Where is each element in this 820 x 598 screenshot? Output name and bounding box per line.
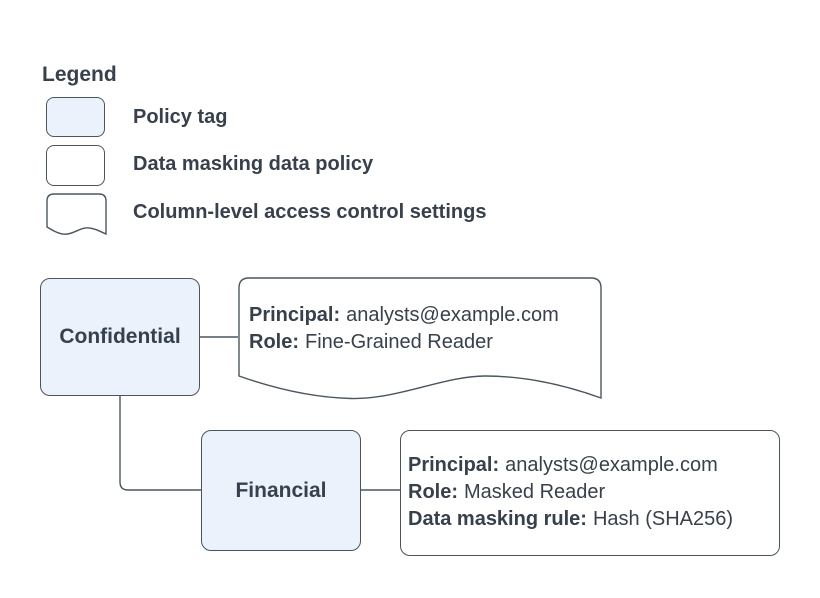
legend-title: Legend xyxy=(42,63,117,86)
column-access-settings-swatch xyxy=(46,193,107,238)
access-settings-principal-value: analysts@example.com xyxy=(346,304,559,326)
policy-tag-financial: Financial xyxy=(201,430,361,551)
masking-policy-line-rule: Data masking rule:Hash (SHA256) xyxy=(408,506,733,533)
policy-tag-swatch xyxy=(46,97,105,137)
masking-policy-principal-label: Principal: xyxy=(408,454,500,476)
policy-tag-confidential: Confidential xyxy=(40,278,200,396)
masking-policy-role-label: Role: xyxy=(408,481,458,503)
access-settings-line-role: Role: Fine-Grained Reader xyxy=(249,329,493,356)
masking-policy-role-value: Masked Reader xyxy=(464,481,606,503)
policy-tag-financial-label: Financial xyxy=(235,478,327,502)
access-settings-principal-label: Principal: xyxy=(249,304,341,326)
legend-item-data-masking-policy: Data masking data policy xyxy=(133,153,374,175)
policy-tag-confidential-label: Confidential xyxy=(59,325,181,348)
masking-policy-rule-value: Hash (SHA256) xyxy=(592,508,734,530)
legend-item-policy-tag: Policy tag xyxy=(133,106,228,128)
masking-policy-principal-value: analysts@example.com xyxy=(505,454,718,476)
data-masking-policy-shape: Principal:analysts@example.com Role: Mask… xyxy=(400,430,780,556)
access-settings-role-value: Fine-Grained Reader xyxy=(305,331,493,353)
access-settings-role-label: Role: xyxy=(249,331,299,353)
masking-policy-line-principal: Principal:analysts@example.com xyxy=(408,452,718,479)
legend-item-column-access: Column-level access control settings xyxy=(133,201,487,223)
masking-policy-line-role: Role: Masked Reader xyxy=(408,479,605,506)
column-access-settings-shape: Principal:analysts@example.com Role: Fine… xyxy=(238,277,603,401)
data-masking-policy-swatch xyxy=(46,145,105,186)
masking-policy-rule-label: Data masking rule: xyxy=(408,508,587,530)
access-settings-line-principal: Principal:analysts@example.com xyxy=(249,302,559,329)
